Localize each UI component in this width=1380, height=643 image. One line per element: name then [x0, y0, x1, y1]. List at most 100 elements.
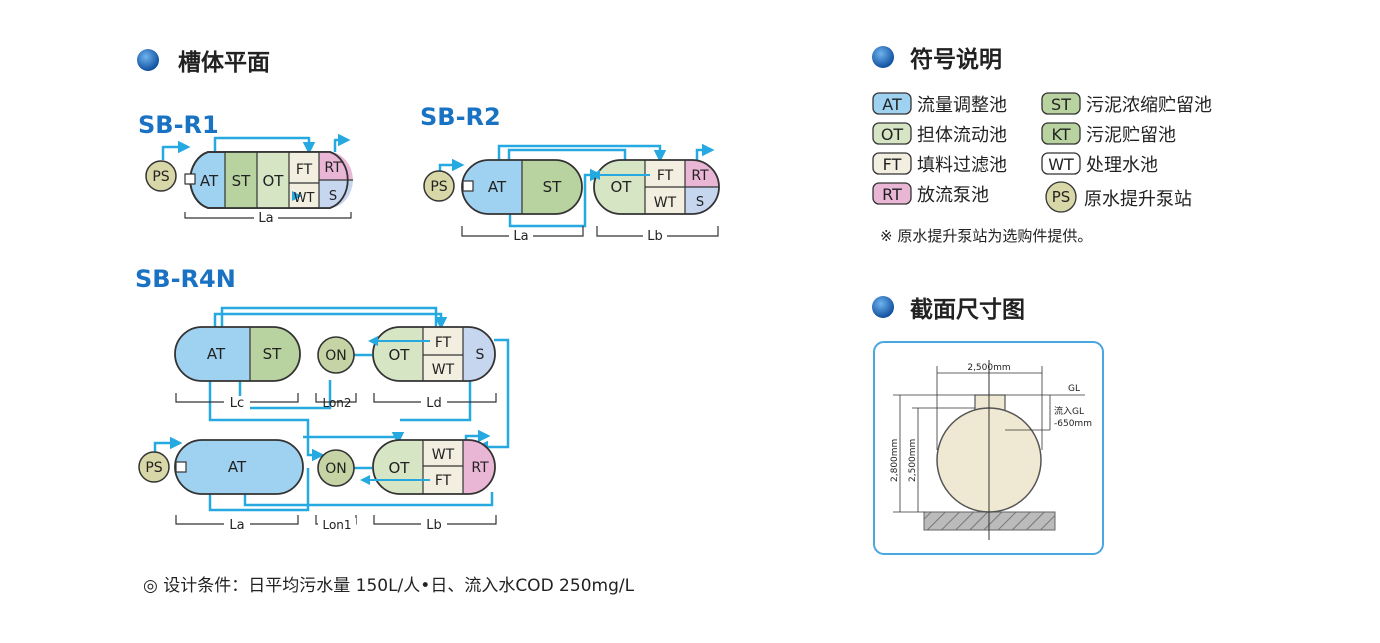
svg-text:WT: WT	[1048, 155, 1074, 174]
legend-item-rt: RT 放流泵池	[872, 182, 989, 206]
gl-label: GL	[1068, 384, 1080, 394]
model-name: SB-R4N	[135, 265, 236, 293]
ot-label: OT	[263, 172, 285, 190]
plan-header: 槽体平面	[137, 49, 270, 76]
s-chamber	[685, 187, 719, 214]
svg-text:OT: OT	[881, 125, 904, 144]
model-sb-r1: SB-R1 AT ST OT FT WT RT S PS La	[138, 111, 353, 226]
at-label: AT	[228, 458, 247, 476]
at-label: AT	[200, 172, 219, 190]
plan-title: 槽体平面	[178, 50, 270, 76]
svg-text:放流泵池: 放流泵池	[917, 185, 989, 206]
inflow-depth-label: -650mm	[1054, 419, 1092, 429]
svg-text:原水提升泵站: 原水提升泵站	[1084, 189, 1192, 210]
ft-label: FT	[296, 162, 313, 178]
svg-text:KT: KT	[1051, 125, 1070, 144]
legend-item-ps: PS 原水提升泵站	[1045, 181, 1192, 213]
legend-note: ※ 原水提升泵站为选购件提供。	[880, 227, 1092, 245]
ps-label: PS	[152, 169, 169, 185]
bullet-icon	[872, 46, 894, 68]
ps-pump	[138, 451, 170, 483]
s-label: S	[476, 347, 485, 363]
dim-lb: Lb	[426, 518, 442, 533]
legend-item-at: AT 流量调整池	[872, 92, 1007, 116]
ot-label: OT	[611, 178, 633, 196]
on-label: ON	[325, 348, 347, 364]
dim-ld: Ld	[426, 396, 442, 411]
model-name: SB-R1	[138, 111, 219, 139]
svg-text:处理水池: 处理水池	[1086, 155, 1158, 176]
rt-label: RT	[691, 168, 709, 184]
rt-chamber	[463, 440, 495, 494]
legend-item-kt: KT 污泥贮留池	[1041, 122, 1176, 146]
ps-pump	[145, 160, 177, 192]
wt-label: WT	[294, 191, 315, 206]
ps-label: PS	[430, 179, 447, 195]
ot-label: OT	[389, 346, 411, 364]
rt-chamber	[319, 152, 353, 180]
ot-chamber	[257, 152, 289, 208]
dim-lon2: Lon2	[322, 396, 351, 410]
st-chamber	[522, 160, 582, 214]
legend-title: 符号说明	[910, 46, 1002, 73]
dim-lon1: Lon1	[322, 518, 351, 532]
legend-item-st: ST 污泥浓缩贮留池	[1041, 92, 1212, 116]
ps-label: PS	[145, 460, 162, 476]
st-chamber	[250, 327, 300, 381]
s-label: S	[696, 195, 704, 210]
flow-arrow	[213, 136, 316, 155]
ft-label: FT	[657, 168, 674, 184]
dim-height-tank: 2,500mm	[908, 439, 918, 482]
svg-text:AT: AT	[882, 95, 902, 114]
legend-item-ft: FT 填料过滤池	[872, 152, 1007, 176]
inlet-icon	[175, 461, 187, 473]
dim-la: La	[258, 211, 273, 226]
wt-label: WT	[432, 362, 455, 378]
rt-label: RT	[471, 460, 489, 476]
legend-item-ot: OT 担体流动池	[872, 122, 1007, 146]
st-label: ST	[232, 172, 252, 190]
bullet-icon	[872, 296, 894, 318]
bullet-icon	[137, 49, 159, 71]
legend-header: 符号说明	[872, 46, 1002, 73]
section-header: 截面尺寸图	[872, 296, 1025, 323]
tank-body	[174, 439, 304, 495]
flow-arrow	[161, 140, 191, 160]
s-label: S	[329, 189, 337, 204]
rt-chamber	[685, 160, 719, 187]
inflow-label: 流入GL	[1054, 405, 1084, 417]
inlet-icon	[462, 180, 474, 192]
ft-label: FT	[435, 335, 452, 351]
dim-width: 2,500mm	[967, 363, 1010, 373]
svg-text:RT: RT	[882, 185, 902, 204]
cross-section: 2,500mm GL 流入GL -650mm 2,800mm 2,500mm	[873, 341, 1104, 555]
inlet-icon	[184, 173, 196, 185]
on-label: ON	[325, 461, 347, 477]
flow-arrow	[333, 133, 351, 152]
on-chamber	[317, 336, 355, 374]
svg-text:PS: PS	[1052, 188, 1071, 206]
svg-text:FT: FT	[883, 155, 902, 174]
svg-text:填料过滤池: 填料过滤池	[917, 155, 1007, 176]
wt-label: WT	[432, 447, 455, 463]
svg-text:担体流动池: 担体流动池	[917, 125, 1007, 146]
dim-lb: Lb	[647, 229, 663, 244]
ps-pump	[423, 170, 455, 202]
svg-text:污泥贮留池: 污泥贮留池	[1086, 125, 1176, 146]
on-chamber	[317, 449, 355, 487]
st-label: ST	[543, 178, 563, 196]
dim-lc: Lc	[230, 396, 244, 411]
dim-la: La	[229, 518, 244, 533]
design-condition: ◎ 设计条件：日平均污水量 150L/人•日、流入水COD 250mg/L	[143, 576, 635, 596]
at-label: AT	[488, 178, 507, 196]
svg-text:ST: ST	[1051, 95, 1071, 114]
svg-text:污泥浓缩贮留池: 污泥浓缩贮留池	[1086, 95, 1212, 116]
model-name: SB-R2	[420, 103, 501, 131]
ft-label: FT	[435, 473, 452, 489]
st-chamber	[225, 152, 257, 208]
wt-label: WT	[654, 195, 677, 211]
s-chamber	[463, 327, 495, 381]
rt-label: RT	[324, 160, 342, 176]
section-title: 截面尺寸图	[910, 297, 1025, 323]
